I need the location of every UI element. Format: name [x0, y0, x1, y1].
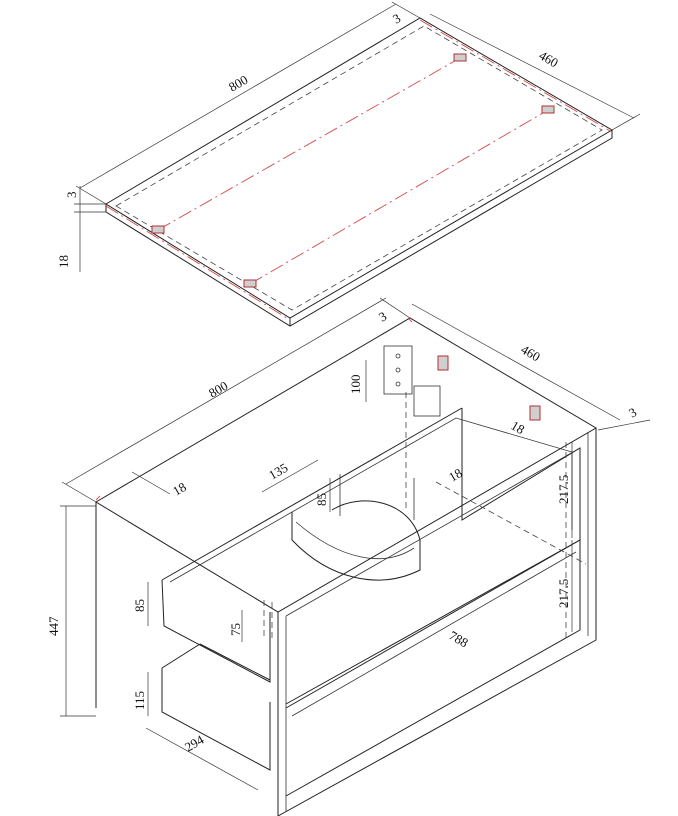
cabinet-hinge-right [529, 405, 541, 421]
cabinet-right-edge [277, 428, 597, 816]
dim-ext-top-depth [611, 113, 641, 131]
cabinet-top-outline [95, 317, 597, 613]
dim-cabinet-height: 447 [46, 616, 61, 636]
upper-drawer-rim [285, 447, 581, 617]
upper-drawer-inner-rim [169, 417, 573, 583]
dim-line-cabinet-depth [411, 303, 621, 421]
dim-lower-compartment-height: 217.5 [556, 579, 571, 608]
dim-ext-cabinet-width-right [379, 297, 411, 319]
dim-ext-top-width-left [75, 185, 107, 205]
lower-drawer-inner [285, 539, 581, 797]
dim-bracket-height: 100 [348, 375, 363, 395]
top-panel-back-edge-mark [419, 19, 613, 133]
top-panel-centerline-2 [249, 109, 549, 285]
bracket-hole-3 [395, 381, 401, 387]
dim-top-gap-side: 3 [64, 192, 79, 199]
top-panel-outline [105, 17, 613, 319]
dim-upper-drawer-height: 85 [132, 599, 147, 612]
dim-bracket-depth: 18 [509, 418, 528, 437]
dim-top-depth: 460 [537, 48, 561, 71]
top-panel-centerline-1 [157, 57, 461, 231]
dim-cabinet-depth: 460 [519, 342, 543, 365]
dim-cabinet-gap-side: 3 [626, 404, 639, 420]
bracket-hole-1 [395, 353, 401, 359]
sink-cutout-inner [295, 521, 415, 559]
dim-top-gap-back: 3 [390, 10, 403, 26]
dim-lower-drawer-height: 115 [132, 691, 147, 710]
dim-line-panel-left [131, 471, 171, 495]
top-panel: 800 460 3 3 18 [56, 1, 641, 327]
dim-ext-cabinet-width-left [61, 481, 97, 503]
upper-drawer-top-back [161, 407, 463, 581]
top-panel-hidden-outline [115, 25, 603, 311]
dim-rail-height: 75 [228, 623, 243, 636]
dim-line-cabinet-width [65, 297, 387, 485]
lower-drawer-front [161, 668, 271, 771]
lower-drawer-top-left [161, 643, 201, 669]
cabinet: 800 460 3 3 447 100 18 18 18 135 85 85 [46, 297, 651, 816]
mounting-bracket-block [413, 385, 441, 417]
sink-cutout [291, 500, 421, 581]
dim-line-top-depth [429, 13, 635, 119]
lower-drawer-top-edge [199, 643, 271, 681]
upper-drawer-inner [285, 408, 581, 709]
hinge-front-left [151, 225, 165, 234]
hinge-back-left [453, 53, 467, 62]
top-panel-front-edge-mark [105, 205, 291, 321]
dim-line-top-width [79, 3, 397, 189]
bracket-hole-2 [395, 367, 401, 373]
dim-cabinet-gap-top: 3 [376, 308, 389, 324]
dim-cabinet-width: 800 [206, 378, 230, 401]
upper-drawer-front [161, 579, 271, 683]
dim-line-drawer-depth [145, 727, 259, 791]
dim-divider-thickness: 18 [446, 465, 465, 484]
cabinet-corner-mark-left [95, 495, 101, 501]
dim-drawer-depth: 294 [182, 732, 207, 755]
hidden-shelf-line [435, 481, 587, 565]
hinge-front-right [243, 279, 257, 288]
dim-inner-width: 788 [447, 628, 471, 651]
hinge-back-right [541, 105, 555, 114]
dim-ext-top-width-right [391, 1, 421, 19]
dim-upper-compartment-height: 217.5 [556, 475, 571, 504]
dim-top-thickness: 18 [56, 255, 71, 268]
mounting-bracket-plate [383, 345, 413, 395]
dim-cutout-depth: 85 [314, 493, 329, 506]
cabinet-corner-mark-back [407, 317, 413, 323]
cabinet-hinge-left [437, 355, 449, 371]
dim-line-cutout-width [261, 459, 319, 493]
dim-line-cabinet-gap-side [597, 419, 651, 431]
lower-drawer-rim [291, 551, 577, 717]
dim-panel-thickness-left: 18 [170, 479, 189, 498]
dim-cutout-width: 135 [266, 460, 290, 483]
